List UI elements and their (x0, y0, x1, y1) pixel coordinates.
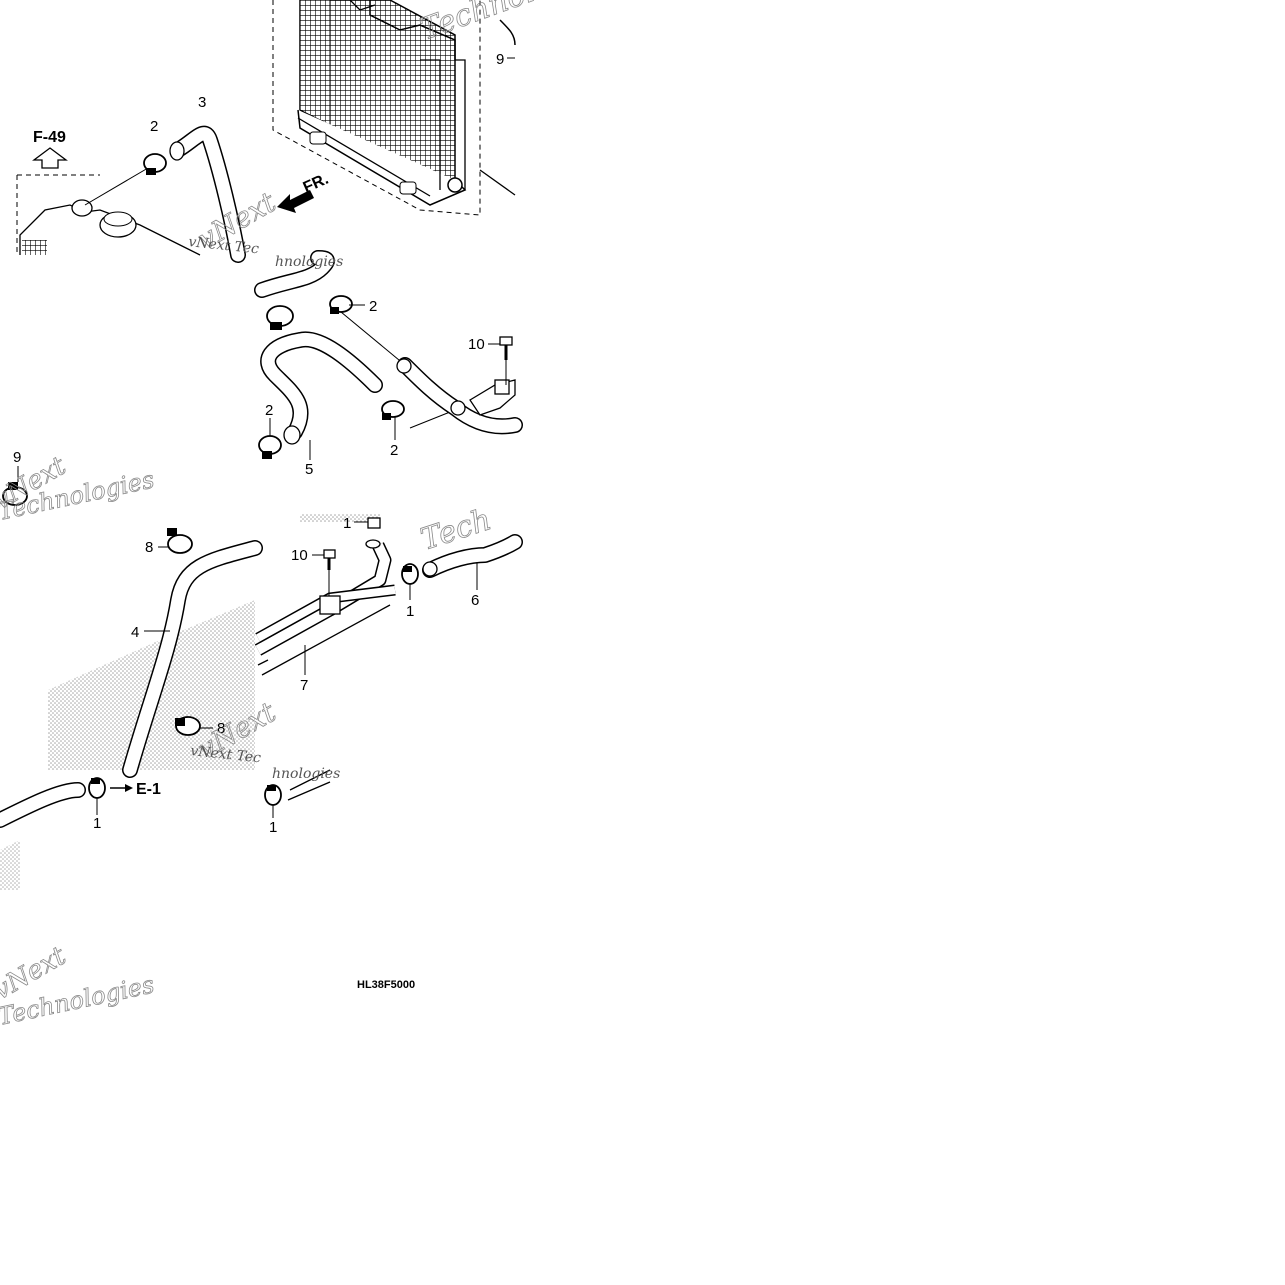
callout-7: 7 (300, 677, 308, 694)
front-label: FR. (301, 171, 331, 197)
watermark-technol-top: Technol (416, 0, 539, 48)
panel-radiator: FR. F-49 (16, 0, 516, 263)
callout-8-a: 8 (145, 539, 153, 556)
clamp-9-right (499, 19, 516, 59)
callout-3: 3 (198, 94, 206, 111)
watermark-small-1: vNext Tec (188, 234, 260, 257)
ref-e1-label: E-1 (136, 781, 161, 798)
hose-clamp-1-bottom (264, 784, 282, 806)
radiator (297, 0, 516, 206)
hose-clamp-8-top (167, 528, 193, 554)
watermark-small-2: hnologies (275, 254, 343, 270)
hose-clamp-2-top (329, 295, 353, 314)
pipe-bracket-7 (319, 595, 341, 615)
hose-clamp-1-left (88, 777, 106, 799)
callout-9-b: 9 (13, 449, 21, 466)
bolt-10-lower (312, 549, 336, 570)
callout-10-a: 10 (468, 336, 485, 353)
callout-2-c: 2 (265, 402, 273, 419)
callout-10-b: 10 (291, 547, 308, 564)
ref-f49: F-49 (32, 129, 68, 169)
reservoir-tank (19, 167, 201, 256)
panel-pipe-7 (254, 514, 523, 818)
panel-lower-hoses (254, 250, 523, 460)
callout-6: 6 (471, 592, 479, 609)
bolt-1-top (354, 517, 381, 529)
callout-1-a: 1 (93, 815, 101, 832)
callout-2-d: 2 (390, 442, 398, 459)
watermark-small-4: hnologies (272, 766, 340, 782)
front-arrow: FR. (277, 171, 331, 213)
hose-clamp-2-mid (381, 400, 405, 420)
callout-2-b: 2 (369, 298, 377, 315)
pipe-7 (255, 542, 390, 655)
ref-f49-label: F-49 (33, 129, 66, 146)
panel-hose-4: E-1 (0, 466, 263, 890)
callout-8-b: 8 (217, 720, 225, 737)
hose-clamp-left (266, 305, 294, 330)
watermarks: Technol vNext vNext Tec hnologies vNext … (0, 0, 540, 1031)
callout-labels: 3 2 9 2 10 2 2 5 9 8 4 8 1 1 10 1 6 7 1 (13, 51, 504, 836)
hose-clamp-2 (143, 153, 167, 175)
callout-1-c: 1 (406, 603, 414, 620)
pipe-bracket (469, 379, 516, 416)
hose-clamp-9-left (2, 482, 28, 506)
hose-clamp-2-low (258, 435, 282, 459)
radiator-dashed-outline (272, 0, 481, 216)
watermark-small-3: vNext Tec (190, 743, 262, 766)
diagram-code: HL38F5000 (357, 979, 415, 991)
callout-1-b: 1 (343, 515, 351, 532)
hose-clamp-8-bottom (175, 716, 201, 736)
callout-2-a: 2 (150, 118, 158, 135)
callout-5: 5 (305, 461, 313, 478)
reservoir-dashed-outline (16, 174, 100, 255)
callout-9-a: 9 (496, 51, 504, 68)
callout-4: 4 (131, 624, 139, 641)
up-arrow-icon (32, 147, 68, 169)
bolt-10 (488, 336, 513, 360)
callout-1-d: 1 (269, 819, 277, 836)
hose-clamp-1-mid (401, 563, 419, 585)
